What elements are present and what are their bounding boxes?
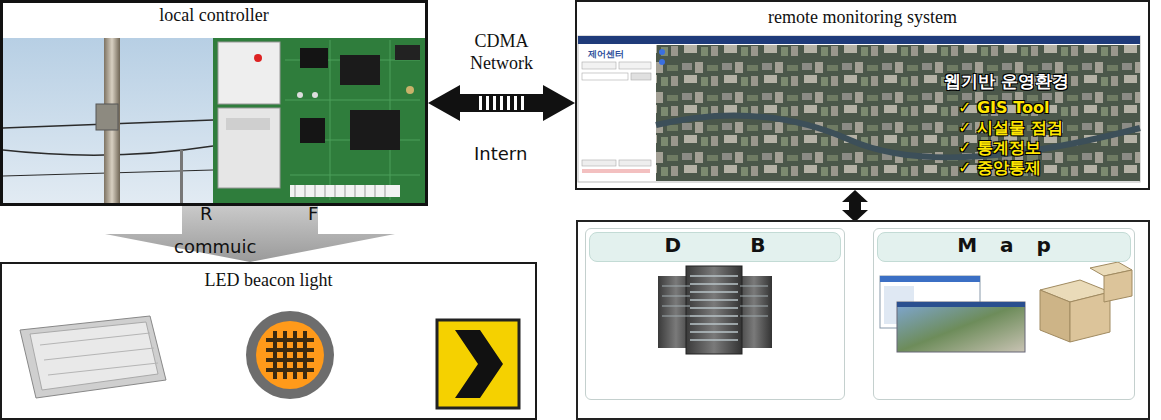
feature-item: ✓ 중앙통제 bbox=[958, 158, 1041, 179]
link-arrow bbox=[105, 206, 395, 262]
feature-item: ✓ 시설물 점검 bbox=[958, 118, 1063, 139]
box-title: LED beacon light bbox=[2, 270, 535, 291]
road-stud-light bbox=[246, 311, 334, 399]
led-bar-light bbox=[20, 316, 166, 398]
network-note: Intern bbox=[474, 143, 527, 164]
storage-frame bbox=[577, 221, 1149, 419]
pole-photo bbox=[3, 38, 213, 204]
feature-item: ✓ 통계정보 bbox=[958, 138, 1041, 159]
box-title: D B bbox=[589, 232, 841, 262]
box-title: local controller bbox=[3, 5, 425, 26]
double-arrow-vertical bbox=[842, 190, 868, 222]
db-panel: D B bbox=[585, 228, 845, 400]
box-title: remote monitoring system bbox=[577, 7, 1148, 28]
map-panel: M a p bbox=[873, 228, 1135, 400]
link-letter: R bbox=[200, 203, 213, 224]
circuit-board-photo bbox=[213, 38, 425, 204]
screen-heading: 제어센터 bbox=[588, 48, 624, 61]
map-software-icon bbox=[880, 262, 1132, 352]
box-title: M a p bbox=[877, 232, 1131, 262]
link-note: commuic bbox=[174, 236, 256, 257]
screen-callout: 웹기반 운영환경 bbox=[944, 70, 1069, 93]
beacon-box: LED beacon light bbox=[0, 262, 537, 420]
connector-label: CDMA Network bbox=[457, 30, 547, 74]
link-letter: F bbox=[308, 203, 318, 224]
monitoring-box: remote monitoring system bbox=[575, 0, 1150, 190]
server-icon bbox=[658, 266, 772, 354]
controller-box: local controller bbox=[0, 0, 428, 206]
network-arrow bbox=[428, 85, 575, 121]
web-screenshot bbox=[578, 36, 1140, 182]
feature-item: ✓ GIS Tool bbox=[958, 98, 1049, 117]
chevron-sign bbox=[437, 320, 519, 408]
